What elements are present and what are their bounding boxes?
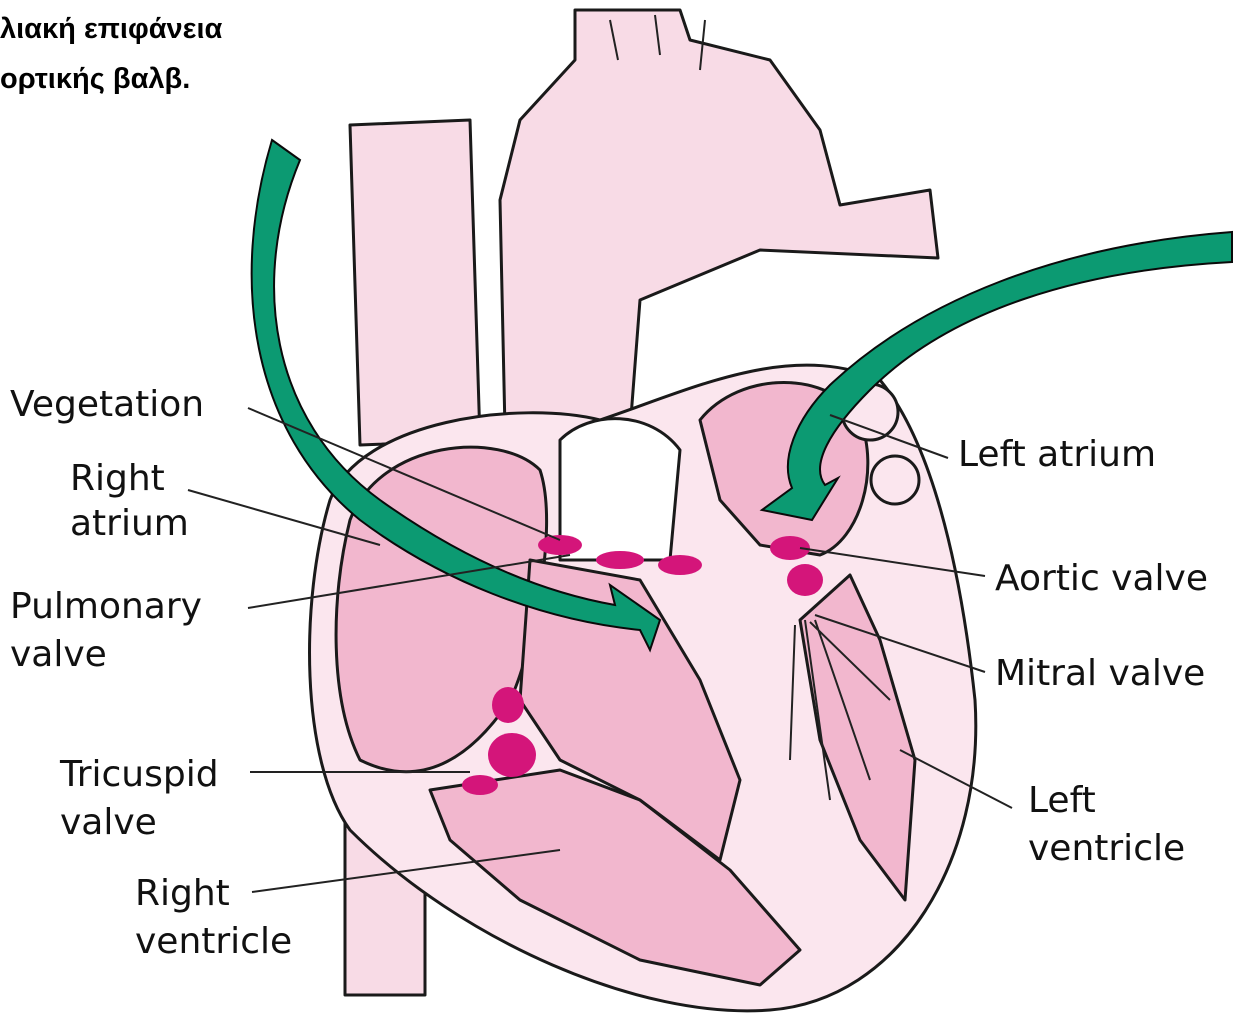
label-right-ventricle-line-2: ventricle [135,921,292,962]
vegetation-tricuspid-2 [488,733,536,777]
aortic-root [560,419,680,560]
label-tricuspid-valve-line-1: Tricuspid [59,754,219,795]
label-tricuspid-valve-line-2: valve [60,802,157,843]
vegetation-pulmonary-2 [596,551,644,569]
vegetation-pulmonary-1 [538,535,582,555]
label-aortic-valve: Aortic valve [995,558,1208,599]
label-left-ventricle-line-1: Left [1028,780,1096,821]
label-left-atrium: Left atrium [958,434,1156,475]
heading-line-2: ορτικής βαλβ. [0,63,190,95]
label-right-atrium-line-2: atrium [70,503,189,544]
label-vegetation: Vegetation [10,384,204,425]
vegetation-pulmonary-3 [658,555,702,575]
label-left-ventricle-line-2: ventricle [1028,828,1185,869]
label-pulmonary-valve-line-1: Pulmonary [10,586,202,627]
superior-vena-cava [350,120,480,445]
heading-line-1: λιακή επιφάνεια [0,13,223,45]
vegetation-tricuspid-1 [492,687,524,723]
label-right-ventricle-line-1: Right [135,873,230,914]
vegetation-aortic-2 [787,564,823,596]
pulmonary-vein-2 [871,456,919,504]
label-pulmonary-valve-line-2: valve [10,634,107,675]
label-mitral-valve: Mitral valve [995,653,1205,694]
vegetation-tricuspid-3 [462,775,498,795]
label-right-atrium-line-1: Right [70,458,165,499]
